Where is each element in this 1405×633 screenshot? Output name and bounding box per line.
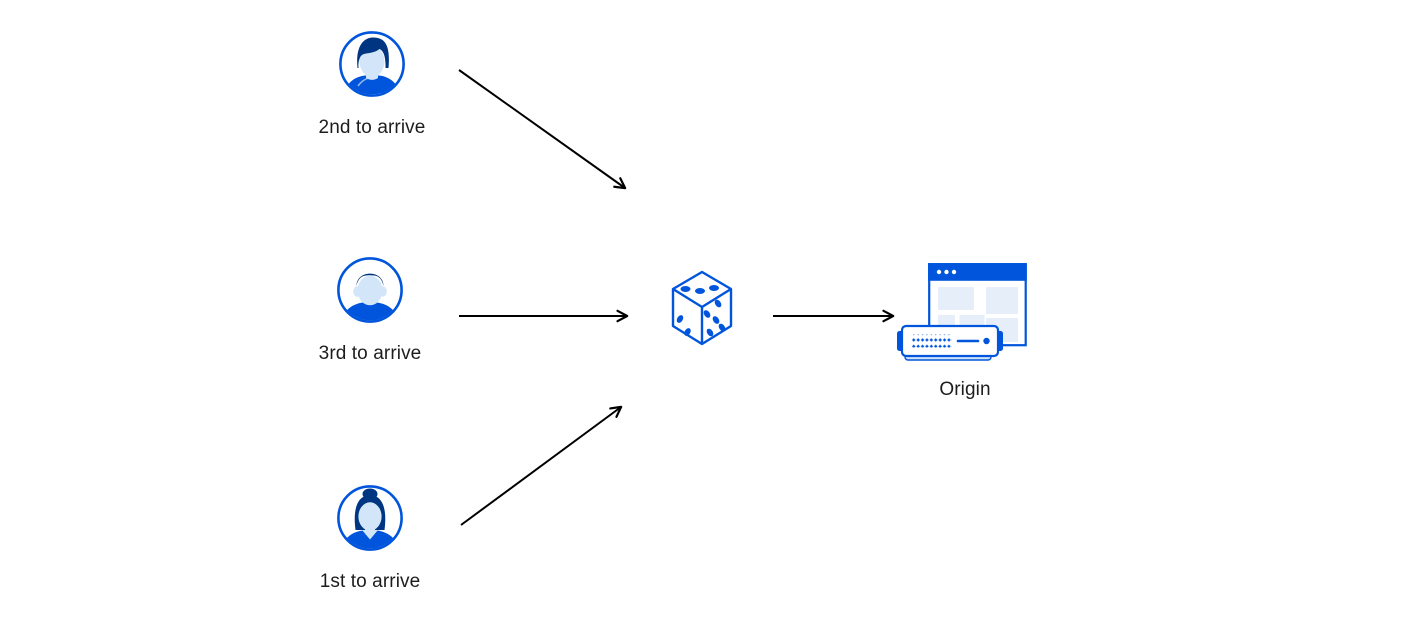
- origin-server-icon: [897, 324, 1003, 361]
- client-label-2nd: 2nd to arrive: [318, 117, 426, 138]
- random-selection-node: [669, 269, 735, 351]
- origin-label: Origin: [939, 379, 991, 400]
- origin-node: Origin: [894, 263, 1036, 413]
- arrow-first-to-dice: [460, 405, 623, 526]
- woman-bun-avatar-icon: [337, 485, 403, 551]
- client-node-2nd-to-arrive: 2nd to arrive: [310, 30, 434, 139]
- client-node-1st-to-arrive: 1st to arrive: [308, 484, 432, 593]
- client-label-3rd: 3rd to arrive: [318, 343, 422, 364]
- man-short-hair-avatar-icon: [337, 257, 403, 323]
- client-label-1st: 1st to arrive: [319, 571, 421, 592]
- man-swept-hair-avatar-icon: [339, 31, 405, 97]
- arrow-second-to-dice: [458, 69, 627, 190]
- client-node-3rd-to-arrive: 3rd to arrive: [308, 256, 432, 365]
- dice-icon: [671, 270, 733, 346]
